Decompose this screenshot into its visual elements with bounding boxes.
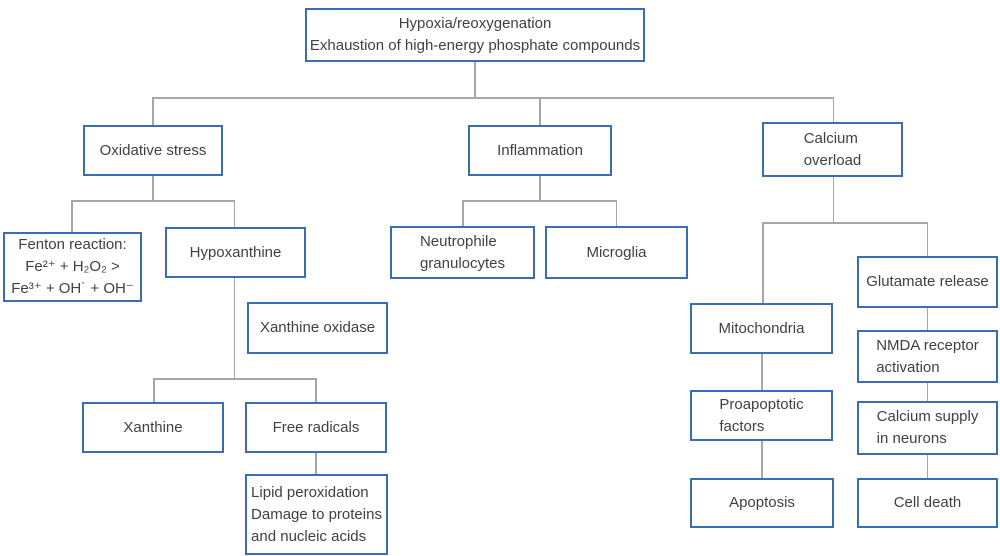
connector-drop-neutrophile: [462, 200, 464, 226]
node-oxidative-stress: Oxidative stress: [83, 125, 223, 176]
connector-proapoptotic-apoptosis: [761, 441, 763, 478]
node-cell-death: Cell death: [857, 478, 998, 528]
node-line: Exhaustion of high-energy phosphate comp…: [309, 37, 641, 54]
connector-xanthine-branch: [153, 378, 316, 380]
connector-mito-proapoptotic: [761, 354, 763, 390]
connector-nmda-calciumsupply: [926, 383, 928, 401]
connector-main-branch: [152, 97, 834, 99]
node-line: Inflammation: [497, 141, 583, 159]
connector-calcium-down: [832, 177, 834, 222]
node-nmda-receptor-activation: NMDA receptor activation: [857, 330, 998, 383]
node-proapoptotic-factors: Proapoptotic factors: [690, 390, 833, 441]
node-lipid-peroxidation-damage: Lipid peroxidation Damage to proteins an…: [245, 474, 388, 555]
node-free-radicals: Free radicals: [245, 402, 387, 453]
node-hypoxanthine: Hypoxanthine: [165, 227, 306, 278]
node-neutrophile-granulocytes: Neutrophile granulocytes: [390, 226, 535, 279]
connector-calciumsupply-celldeath: [926, 455, 928, 478]
connector-drop-mitochondria: [762, 222, 764, 303]
node-line: Oxidative stress: [99, 141, 207, 159]
node-mitochondria: Mitochondria: [690, 303, 833, 354]
node-line: Glutamate release: [866, 273, 989, 290]
node-line: Apoptosis: [729, 494, 795, 511]
node-line: and nucleic acids: [251, 527, 367, 545]
node-line: Calcium supply: [876, 408, 979, 425]
node-line: overload: [803, 151, 862, 169]
node-line: Damage to proteins: [251, 505, 382, 523]
connector-inflammation-down: [539, 176, 541, 200]
node-line: Free radicals: [272, 418, 360, 436]
connector-inflammation-branch: [462, 200, 617, 202]
node-inflammation: Inflammation: [468, 125, 612, 176]
node-line: Mitochondria: [718, 319, 805, 337]
node-line: Hypoxanthine: [189, 243, 282, 261]
connector-freeradicals-lipid: [315, 453, 317, 474]
node-line: activation: [876, 358, 940, 376]
connector-hypoxia-feed: [474, 62, 476, 97]
node-line: Neutrophile: [419, 232, 497, 250]
connector-drop-hypoxanthine: [233, 200, 235, 227]
node-line: Fenton reaction:: [18, 236, 127, 253]
connector-drop-calcium: [832, 97, 834, 122]
node-glutamate-release: Glutamate release: [857, 256, 998, 308]
node-line: Fe³⁺ + OH˙ + OH⁻: [11, 280, 134, 297]
node-apoptosis: Apoptosis: [690, 478, 834, 528]
node-line: Hypoxia/reoxygenation: [398, 15, 552, 32]
connector-drop-inflammation: [539, 97, 541, 125]
connector-hypoxanthine-down: [233, 278, 235, 378]
node-line: Calcium: [803, 129, 858, 147]
node-line: Cell death: [893, 494, 962, 511]
node-line: NMDA receptor: [876, 336, 979, 354]
node-line: Fe²⁺ + H₂O₂ >: [25, 258, 120, 275]
connector-oxidative-branch: [71, 200, 235, 202]
node-line: granulocytes: [419, 254, 506, 272]
node-xanthine-oxidase: Xanthine oxidase: [247, 302, 388, 354]
connector-drop-glutamate: [926, 222, 928, 256]
connector-glutamate-nmda: [926, 308, 928, 330]
node-line: Xanthine oxidase: [259, 319, 376, 336]
node-line: Xanthine: [123, 418, 183, 436]
node-calcium-overload: Calcium overload: [762, 122, 903, 177]
connector-calcium-branch: [762, 222, 928, 224]
connector-drop-free-radicals: [315, 378, 317, 402]
node-line: Proapoptotic: [719, 395, 804, 413]
node-hypoxia-reoxygenation: Hypoxia/reoxygenation Exhaustion of high…: [305, 8, 645, 62]
node-line: factors: [719, 417, 765, 435]
connector-oxidative-down: [152, 176, 154, 200]
connector-drop-microglia: [615, 200, 617, 226]
node-calcium-supply-neurons: Calcium supply in neurons: [857, 401, 998, 455]
connector-drop-xanthine: [153, 378, 155, 402]
node-xanthine: Xanthine: [82, 402, 224, 453]
node-line: Microglia: [586, 243, 647, 261]
node-line: in neurons: [876, 430, 947, 447]
node-microglia: Microglia: [545, 226, 688, 279]
connector-drop-fenton: [71, 200, 73, 232]
connector-drop-oxidative: [152, 97, 154, 125]
node-line: Lipid peroxidation: [251, 483, 369, 501]
node-fenton-reaction: Fenton reaction: Fe²⁺ + H₂O₂ > Fe³⁺ + OH…: [3, 232, 142, 302]
